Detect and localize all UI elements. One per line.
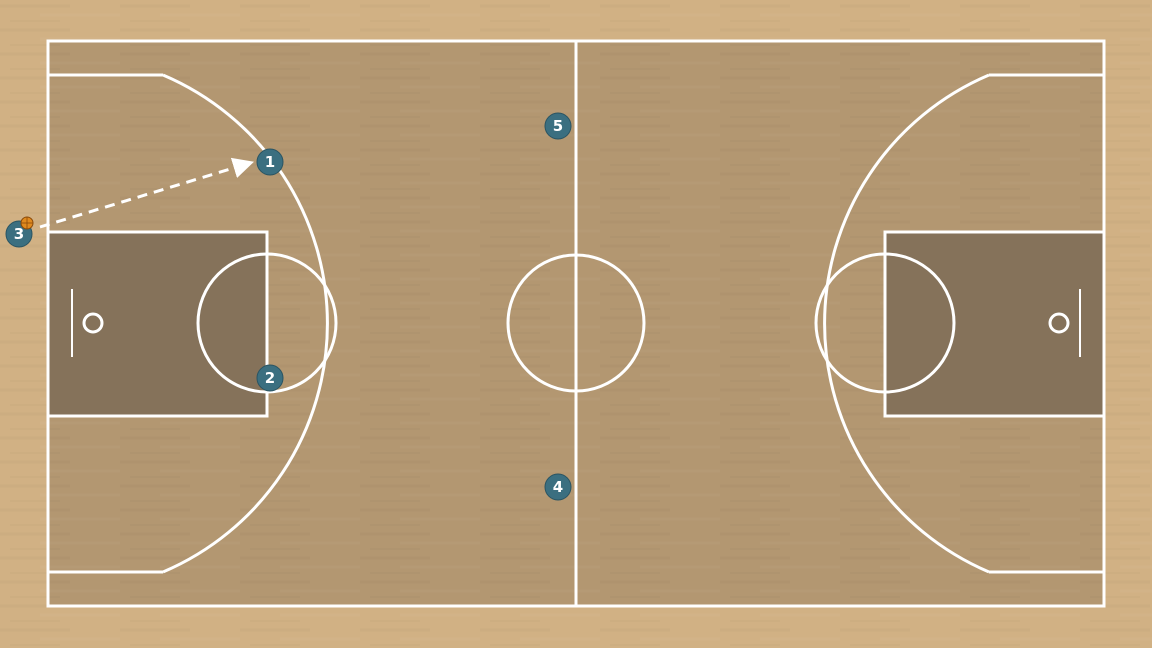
right-key <box>883 230 1106 418</box>
player-1[interactable]: 1 <box>256 148 284 176</box>
left-free-throw-circle <box>196 252 338 394</box>
court-lines <box>46 39 1106 608</box>
player-5[interactable]: 5 <box>544 112 572 140</box>
player-number: 3 <box>14 225 24 243</box>
right-three-point-arc <box>823 73 990 574</box>
left-three-point-arc <box>162 73 329 574</box>
left-key <box>46 230 269 418</box>
player-number: 1 <box>265 153 275 171</box>
right-free-throw-circle <box>814 252 956 394</box>
player-marker <box>544 473 572 501</box>
player-2[interactable]: 2 <box>256 364 284 392</box>
center-circle <box>506 253 646 393</box>
player-marker <box>256 148 284 176</box>
right-paint <box>885 232 1104 416</box>
player-number: 4 <box>553 478 563 496</box>
player-marker <box>256 364 284 392</box>
left-hoop <box>82 312 104 334</box>
right-hoop <box>1048 312 1070 334</box>
player-number: 2 <box>265 369 275 387</box>
pass-arrow-3-to-1 <box>39 157 255 229</box>
player-4[interactable]: 4 <box>544 473 572 501</box>
player-number: 5 <box>553 117 563 135</box>
basketball-icon <box>20 216 34 230</box>
player-marker <box>544 112 572 140</box>
left-paint <box>48 232 267 416</box>
